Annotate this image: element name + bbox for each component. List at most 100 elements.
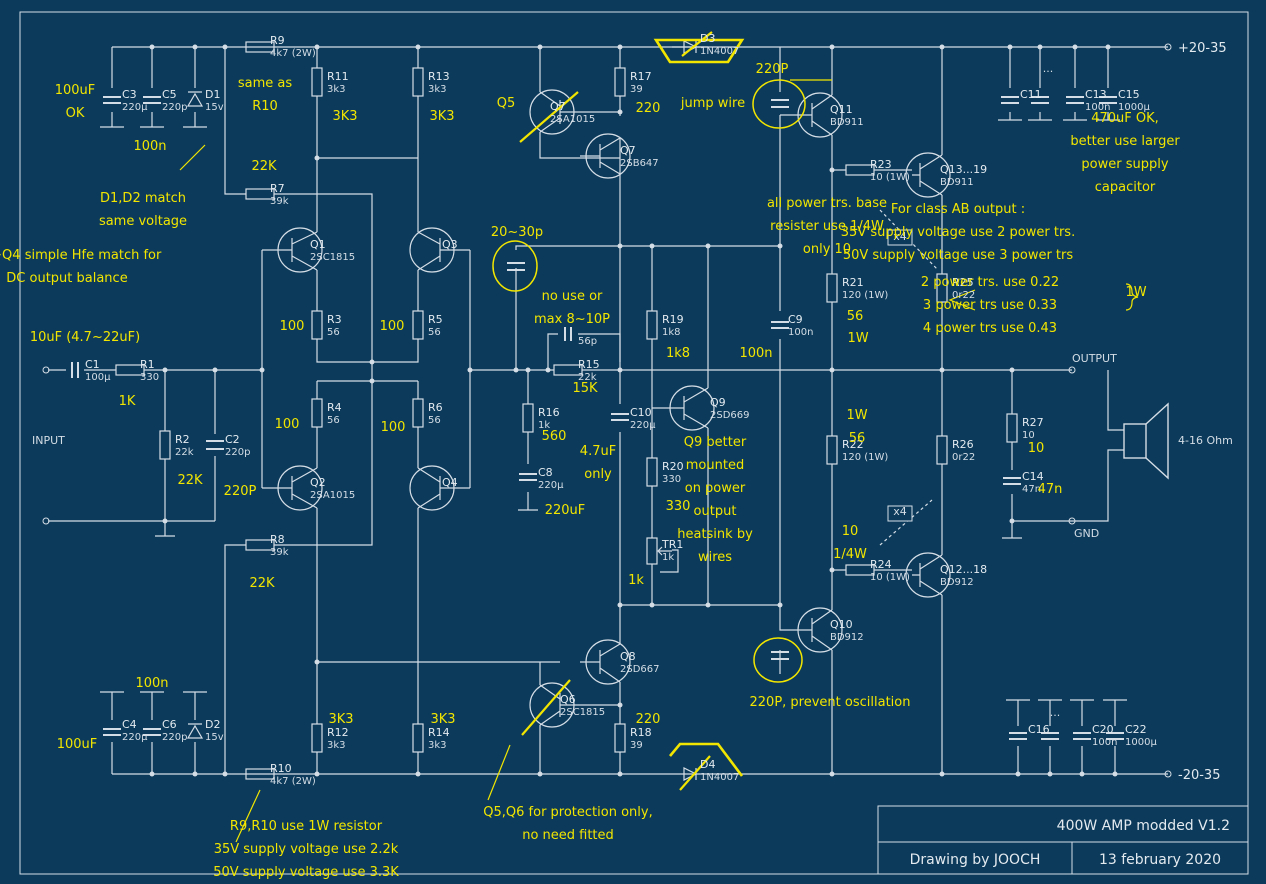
value-r7: 39k (270, 196, 289, 207)
title-block-date: 13 february 2020 (1099, 852, 1221, 868)
note-classab-2: 50V supply voltage use 3 power trs (843, 248, 1074, 263)
note-r22-w-0: 1W (846, 408, 867, 423)
net-vneg: -20-35 (1178, 768, 1220, 783)
ref-tr1: TR1 (661, 538, 683, 551)
note-r27-val-0: 10 (1028, 441, 1045, 456)
value-r6: 56 (428, 415, 441, 426)
value-q8: 2SD667 (620, 664, 660, 675)
note-r21-val-0: 56 (847, 309, 864, 324)
ref-c4: C4 (122, 718, 137, 731)
value-c2: 220p (225, 447, 250, 458)
note-c10-val-1: only (584, 467, 612, 482)
value-r11: 3k3 (327, 84, 346, 95)
ref-q10: Q10 (830, 618, 853, 631)
ref-r1: R1 (140, 358, 155, 371)
ref-c20: C20 (1092, 723, 1114, 736)
title-block-title: 400W AMP modded V1.2 (1057, 818, 1230, 834)
note-d1d2-0: D1,D2 match (100, 191, 186, 206)
ref-d1: D1 (205, 88, 220, 101)
ref-c10: C10 (630, 406, 652, 419)
ref-r10: R10 (270, 762, 292, 775)
value-q6: 2SC1815 (560, 707, 605, 718)
ref-c1: C1 (85, 358, 100, 371)
note-allpower-1: resister use 1/4W (770, 219, 884, 234)
note-r25note-2: 4 power trs use 0.43 (923, 321, 1057, 336)
value-r21: 120 (1W) (842, 290, 888, 301)
value-r12: 3k3 (327, 740, 346, 751)
note-allpower-2: only 10 (803, 242, 851, 257)
net-labels: +20-35 -20-35 OUTPUT INPUT GND 4-16 Ohm (32, 41, 1233, 783)
ref-c2: C2 (225, 433, 240, 446)
value-q9: 2SD669 (710, 410, 750, 421)
note-r14-val-0: 3K3 (430, 712, 455, 727)
note-r24-note-0: 10 (842, 524, 859, 539)
ref-q13: Q13...19 (940, 163, 987, 176)
note-onew-0: 1W (1125, 285, 1146, 300)
value-r26: 0r22 (952, 452, 975, 463)
value-c5: 220p (162, 102, 187, 113)
ref-r11: R11 (327, 70, 349, 83)
note-r6-val-0: 100 (381, 420, 406, 435)
note-r25note-1: 3 power trs use 0.33 (923, 298, 1057, 313)
ref-c9: C9 (788, 313, 803, 326)
transistors (277, 89, 951, 728)
ref-r16: R16 (538, 406, 560, 419)
multiplier-labels: x4x4...... (893, 62, 1060, 719)
ref-r15: R15 (578, 358, 600, 371)
note-r9r10-2: 50V supply voltage use 3.3K (213, 865, 399, 880)
note-c1-note-0: 10uF (4.7~22uF) (30, 330, 140, 345)
ref-r6: R6 (428, 401, 443, 414)
multiplier-x4-top: x4 (893, 230, 907, 243)
note-q9-note-0: Q9 better (684, 435, 747, 450)
ref-r19: R19 (662, 313, 684, 326)
ref-r3: R3 (327, 313, 342, 326)
ellipsis-bottom: ... (1050, 706, 1061, 719)
value-c13: 100n (1085, 102, 1110, 113)
net-gnd: GND (1074, 527, 1099, 540)
value-q2: 2SA1015 (310, 490, 355, 501)
ref-d4: D4 (700, 758, 715, 771)
speaker-impedance: 4-16 Ohm (1178, 434, 1233, 447)
ref-d3: D3 (700, 32, 715, 45)
note-q1q4-0: Q1~Q4 simple Hfe match for (0, 248, 162, 263)
note-nouse-0: no use or (542, 289, 603, 304)
value-r16: 1k (538, 420, 550, 431)
capacitors (71, 96, 1124, 740)
value-r20: 330 (662, 474, 681, 485)
note-c5-100n-0: 100n (133, 139, 166, 154)
ref-r9: R9 (270, 34, 285, 47)
value-q7b: 2SB647 (620, 158, 659, 169)
value-r4: 56 (327, 415, 340, 426)
speaker-icon (1123, 402, 1169, 480)
value-r3: 56 (327, 327, 340, 338)
note-r24-note-1: 1/4W (833, 547, 867, 562)
note-c8-val-0: 220uF (545, 503, 586, 518)
value-c10: 220µ (630, 420, 656, 431)
note-tr1-val-0: 1k (628, 573, 644, 588)
note-r18-val-0: 220 (636, 712, 661, 727)
value-r14: 3k3 (428, 740, 447, 751)
value-r15: 22k (578, 372, 597, 383)
note-r13-val-0: 3K3 (429, 109, 454, 124)
value-r23: 10 (1W) (870, 172, 910, 183)
note-allpower-0: all power trs. base (767, 196, 887, 211)
note-r19-val-0: 1k8 (666, 346, 690, 361)
ref-c5: C5 (162, 88, 177, 101)
ref-r25: R25 (952, 276, 974, 289)
value-q12: BD912 (940, 577, 974, 588)
value-c15: 1000µ (1118, 102, 1150, 113)
note-q5-top-0: Q5 (497, 96, 516, 111)
note-r2-val-0: 22K (177, 473, 203, 488)
note-q9-note-4: heatsink by (677, 527, 753, 542)
note-q9-note-5: wires (698, 550, 732, 565)
value-c9: 100n (788, 327, 813, 338)
ref-r17: R17 (630, 70, 652, 83)
value-c56: 56p (578, 336, 597, 347)
note-r5-val-0: 100 (380, 319, 405, 334)
note-r15-val-0: 15K (572, 381, 598, 396)
note-c470-1: better use larger (1070, 134, 1180, 149)
note-c470-2: power supply (1081, 157, 1168, 172)
ellipsis-top: ... (1043, 62, 1054, 75)
ref-c13: C13 (1085, 88, 1107, 101)
ref-q7a: Q7 (550, 100, 566, 113)
